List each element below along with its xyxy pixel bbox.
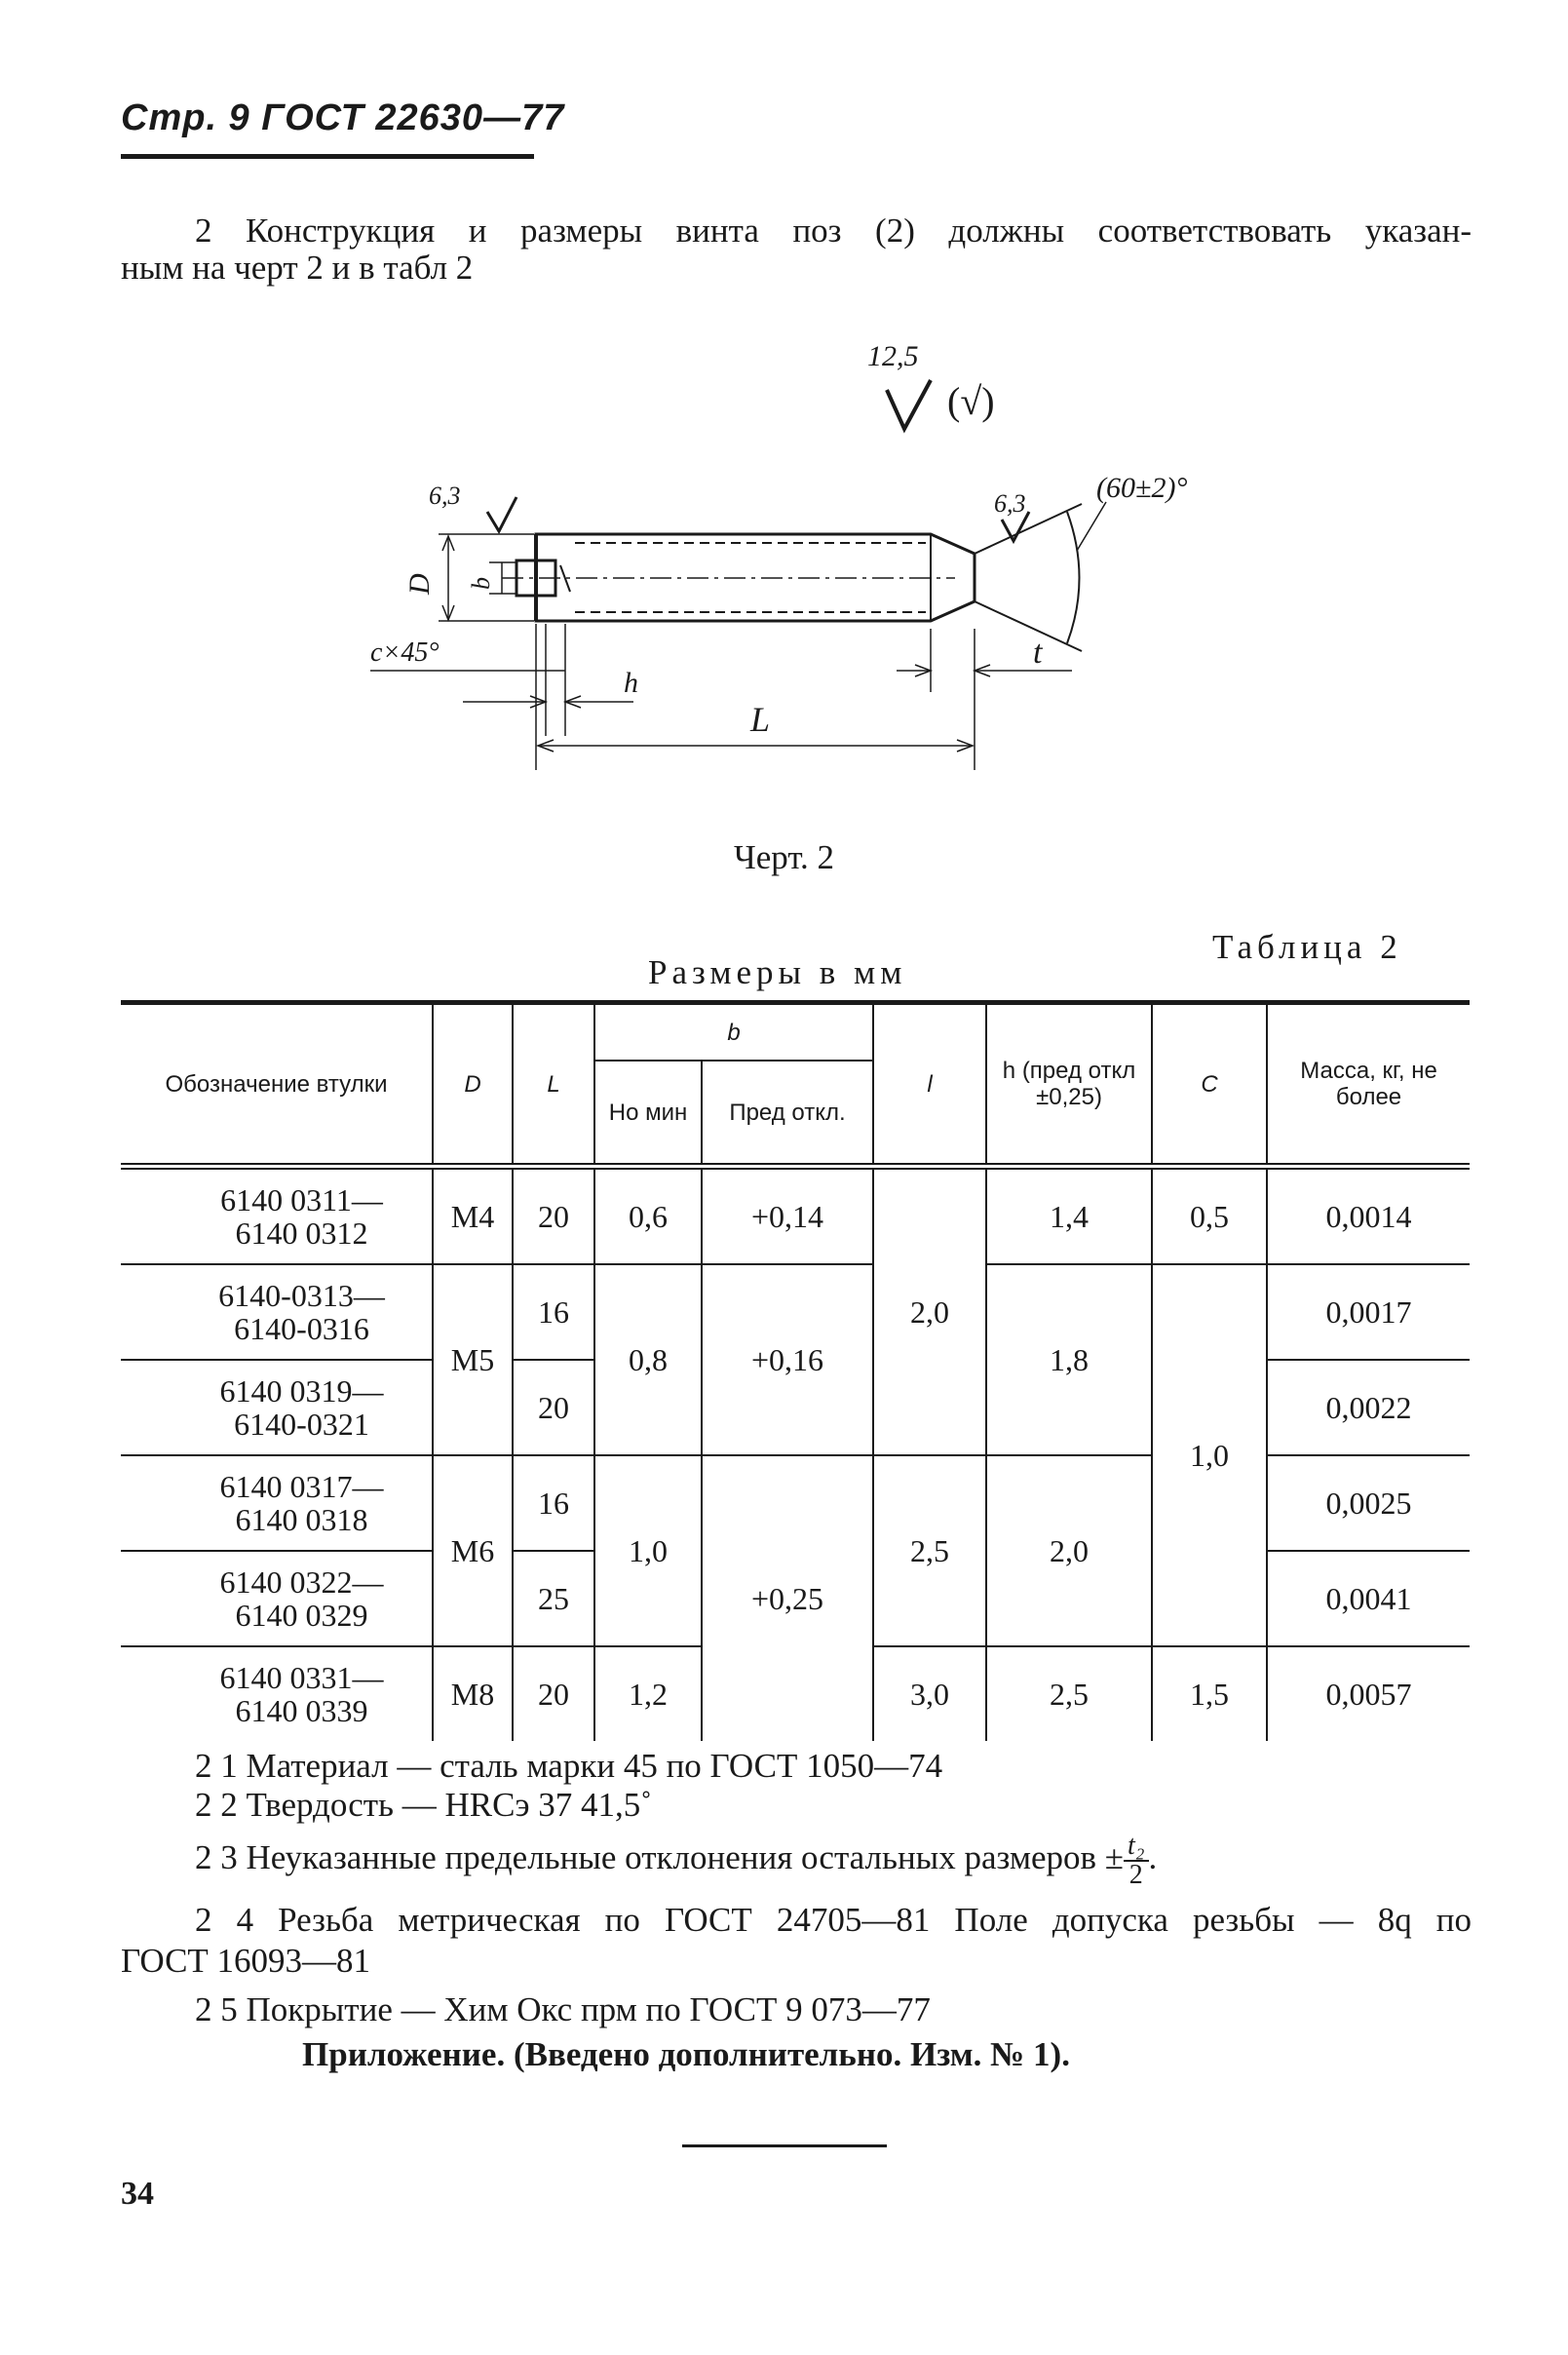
table-title: Таблица 2 [1212, 928, 1402, 966]
note-1: 2 1 Материал — сталь марки 45 по ГОСТ 10… [195, 1747, 943, 1785]
row-b-dev: +0,25 [700, 1454, 875, 1741]
dimensions-table: Обозначение втулки D L b l h (пред откл … [121, 1000, 1471, 1741]
label-t: t [1033, 635, 1044, 671]
row-h: 2,5 [985, 1645, 1154, 1741]
table-row: 6140-0313— 6140-0316 M5 16 0,8 +0,16 1,8… [121, 1263, 1471, 1646]
appendix-note: Приложение. (Введено дополнительно. Изм.… [302, 2035, 1070, 2073]
row-mass: 0,0041 [1266, 1550, 1471, 1646]
col-D: D [432, 1002, 514, 1170]
intro-line-2: ным на черт 2 и в табл 2 [121, 249, 474, 287]
col-mass: Масса, кг, не более [1266, 1002, 1471, 1170]
row-b-dev: +0,14 [700, 1166, 875, 1264]
col-L: L [512, 1002, 595, 1170]
row-L: 20 [512, 1359, 595, 1455]
row-b-nom: 0,6 [593, 1166, 703, 1264]
roughness-extra: (√) [947, 379, 995, 423]
row-code: 6140 0322— 6140 0329 [121, 1550, 434, 1646]
row-L: 20 [512, 1645, 595, 1741]
row-mass: 0,0025 [1266, 1454, 1471, 1551]
header-rule [121, 154, 534, 159]
row-l: 2,5 [872, 1454, 988, 1646]
row-code: 6140 0331— 6140 0339 [121, 1645, 434, 1741]
col-b: b [593, 1002, 875, 1062]
row-D: M5 [432, 1263, 514, 1455]
row-mass: 0,0014 [1266, 1166, 1471, 1264]
angle-label: (60±2)° [1096, 472, 1187, 504]
row-l: 2,0 [872, 1166, 988, 1455]
footer-rule [682, 2144, 887, 2147]
row-code: 6140 0311— 6140 0312 [121, 1166, 434, 1264]
row-mass: 0,0017 [1266, 1263, 1471, 1360]
row-mass: 0,0022 [1266, 1359, 1471, 1455]
row-code: 6140 0319— 6140-0321 [121, 1359, 434, 1455]
table-units: Размеры в мм [648, 953, 907, 991]
row-b-nom: 1,0 [593, 1454, 703, 1646]
note-2: 2 2 Твердость — HRCэ 37 41,5˚ [195, 1786, 652, 1824]
col-designation: Обозначение втулки [121, 1002, 434, 1170]
note-5: 2 5 Покрытие — Хим Окс прм по ГОСТ 9 073… [195, 1990, 931, 2028]
row-c: 0,5 [1151, 1166, 1269, 1264]
row-L: 16 [512, 1263, 595, 1360]
row-c: 1,5 [1151, 1645, 1269, 1741]
row-mass: 0,0057 [1266, 1645, 1471, 1741]
col-b-nom: Но мин [594, 1061, 703, 1170]
table-row: 6140 0311— 6140 0312 M4 20 0,6 +0,14 2,0… [121, 1166, 1471, 1455]
roughness-right-value: 6,3 [994, 489, 1026, 518]
row-code: 6140 0317— 6140 0318 [121, 1454, 434, 1551]
row-L: 25 [512, 1550, 595, 1646]
row-l: 3,0 [872, 1645, 988, 1741]
row-c: 1,0 [1151, 1263, 1269, 1646]
note-4-line-1: 2 4 Резьба метрическая по ГОСТ 24705—81 … [195, 1901, 1472, 1939]
table-row: 6140 0331— 6140 0339 M8 20 1,2 3,0 2,5 1… [121, 1645, 1471, 1741]
roughness-mark-main [885, 379, 933, 434]
row-h: 1,8 [985, 1263, 1154, 1455]
label-L: L [749, 700, 770, 739]
col-b-dev: Пред откл. [700, 1061, 874, 1170]
row-code: 6140-0313— 6140-0316 [121, 1263, 434, 1360]
col-h: h (пред откл ±0,25) [985, 1002, 1154, 1170]
row-L: 20 [512, 1166, 595, 1264]
col-c: C [1151, 1002, 1269, 1170]
row-D: M8 [432, 1645, 514, 1741]
row-D: M6 [432, 1454, 514, 1646]
row-b-dev: +0,16 [700, 1263, 875, 1455]
row-b-nom: 0,8 [593, 1263, 703, 1455]
note-3-text: 2 3 Неуказанные предельные отклонения ос… [195, 1838, 1124, 1877]
row-b-nom: 1,2 [593, 1645, 703, 1741]
roughness-main-value: 12,5 [867, 340, 919, 372]
col-l: l [872, 1002, 988, 1170]
note-4-line-2: ГОСТ 16093—81 [121, 1942, 371, 1980]
table-row: 6140 0319— 6140-0321 20 0,0022 [121, 1359, 1471, 1455]
label-D: D [403, 573, 436, 596]
table-row: 6140 0322— 6140 0329 25 0,0041 [121, 1550, 1471, 1646]
roughness-left-value: 6,3 [429, 482, 461, 510]
note-3: 2 3 Неуказанные предельные отклонения ос… [195, 1831, 1158, 1890]
page-header: Стр. 9 ГОСТ 22630—77 [121, 97, 565, 138]
row-L: 16 [512, 1454, 595, 1551]
label-c: c×45° [370, 637, 440, 668]
figure-caption: Черт. 2 [734, 838, 834, 876]
row-h: 2,0 [985, 1454, 1154, 1646]
label-h: h [624, 667, 638, 699]
label-b: b [467, 577, 495, 590]
table-row: 6140 0317— 6140 0318 M6 16 1,0 +0,25 2,5… [121, 1454, 1471, 1741]
intro-line-1: 2 Конструкция и размеры винта поз (2) до… [195, 212, 1472, 250]
page-number: 34 [121, 2176, 154, 2212]
screw-drawing: 12,5 (√) 6,3 6,3 (60±2)° D b c×45° h L t [370, 340, 1187, 770]
row-h: 1,4 [985, 1166, 1154, 1264]
row-D: M4 [432, 1166, 514, 1264]
